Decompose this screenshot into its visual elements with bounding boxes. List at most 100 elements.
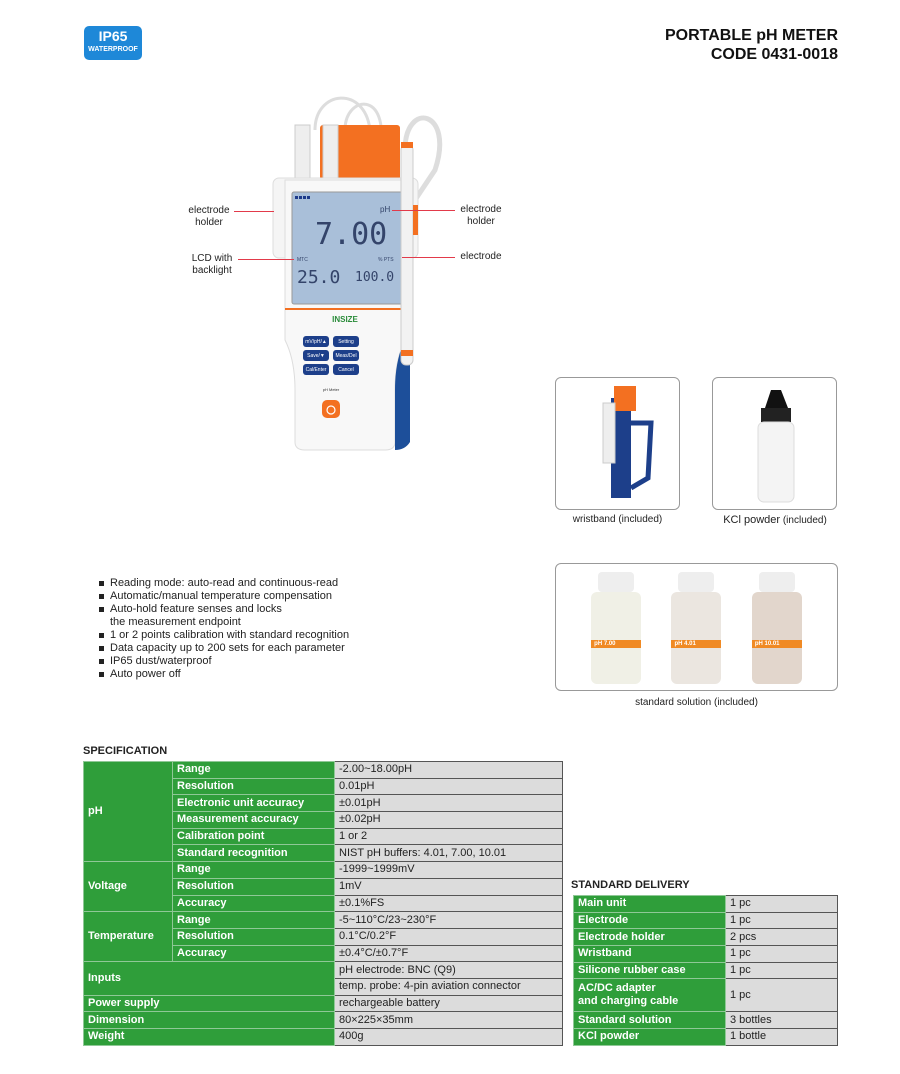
- callout-electrode: electrode: [460, 251, 502, 262]
- bottle-ph4: pH 4.01: [671, 572, 722, 684]
- group-ph: pH: [83, 760, 173, 863]
- callout-electrode-holder-right: electrode holder: [455, 204, 507, 228]
- standard-solution-photo: pH 7.00 pH 4.01 pH 10.01: [555, 563, 838, 691]
- spec-key: Resolution: [172, 927, 335, 946]
- callout-text: electrode holder: [188, 205, 230, 228]
- spec-value: ±0.1%FS: [334, 894, 563, 913]
- feature-item: Reading mode: auto-read and continuous-r…: [97, 577, 349, 590]
- callout-electrode-holder-left: electrode holder: [184, 205, 234, 229]
- lcd-ph-reading: 7.00: [315, 217, 387, 252]
- delivery-item: Standard solution: [573, 1011, 726, 1030]
- ip65-badge: IP65 WATERPROOF: [84, 26, 142, 60]
- spec-key: Measurement accuracy: [172, 811, 335, 829]
- spec-value: ±0.01pH: [334, 794, 563, 813]
- feature-list: Reading mode: auto-read and continuous-r…: [97, 577, 349, 681]
- spec-key: Resolution: [172, 877, 335, 896]
- lcd-temp: 25.0: [297, 267, 340, 288]
- group-temperature: Temperature: [83, 911, 173, 963]
- spec-key: Electronic unit accuracy: [172, 794, 335, 813]
- spec-value: 0.01pH: [334, 777, 563, 796]
- delivery-item: Electrode: [573, 911, 726, 930]
- setting-button: Setting: [338, 339, 354, 345]
- delivery-item: Electrode holder: [573, 928, 726, 947]
- delivery-qty: 1 pc: [725, 945, 838, 963]
- spec-key: Accuracy: [172, 944, 335, 963]
- delivery-item: Main unit: [573, 895, 726, 913]
- spec-value: ±0.02pH: [334, 811, 563, 829]
- delivery-item: Silicone rubber case: [573, 961, 726, 980]
- spec-key: Dimension: [83, 1011, 335, 1029]
- spec-value: NIST pH buffers: 4.01, 7.00, 10.01: [334, 844, 563, 863]
- spec-title: SPECIFICATION: [83, 745, 168, 757]
- delivery-item: AC/DC adapter and charging cable: [573, 978, 726, 1013]
- spec-key: Weight: [83, 1028, 335, 1046]
- callout-line: [392, 210, 455, 211]
- spec-value: rechargeable battery: [334, 994, 563, 1013]
- page-title: PORTABLE pH METER CODE 0431-0018: [665, 26, 838, 64]
- feature-item-continued: the measurement endpoint: [110, 616, 241, 628]
- model-label: pH Meter: [323, 387, 340, 392]
- wristband-caption: wristband (included): [572, 514, 663, 525]
- product-title: PORTABLE pH METER: [664, 27, 838, 44]
- wristband-photo: [555, 377, 680, 510]
- table-row: Accuracy±0.1%FS: [84, 894, 563, 913]
- group-voltage: Voltage: [83, 861, 173, 913]
- feature-item: Auto power off: [97, 668, 349, 681]
- spec-key: Range: [172, 861, 335, 879]
- kcl-caption: KCl powder (included): [705, 514, 845, 526]
- group-inputs: Inputs: [83, 961, 335, 996]
- lcd-unit: pH: [380, 205, 390, 214]
- bottle-ph10: pH 10.01: [751, 572, 802, 684]
- power-button: [322, 400, 340, 418]
- spec-value: temp. probe: 4-pin aviation connector: [334, 977, 563, 996]
- ph-meter-illustration: pH 7.00 MTC % PTS 25.0 100.0 INSIZE mV/p…: [272, 96, 443, 451]
- delivery-qty: 3 bottles: [725, 1011, 838, 1030]
- spec-value: 0.1°C/0.2°F: [334, 927, 563, 946]
- battery-icon: [295, 196, 310, 199]
- bottle-ph7: pH 7.00: [591, 572, 642, 684]
- solution-caption: standard solution (included): [635, 697, 758, 708]
- callout-text: LCD with backlight: [191, 253, 233, 276]
- spec-value: 1mV: [334, 877, 563, 896]
- meas-del-button: Meas/Del: [335, 353, 356, 359]
- kcl-suffix: (included): [780, 515, 827, 526]
- kcl-name: KCl powder: [723, 514, 781, 526]
- spec-key: Power supply: [83, 994, 335, 1013]
- bottle-label: pH 7.00: [591, 640, 642, 648]
- save-down-button: Save/▼: [307, 353, 325, 359]
- lcd-pct: 100.0: [355, 270, 394, 285]
- spec-value: -2.00~18.00pH: [334, 761, 563, 779]
- delivery-title: STANDARD DELIVERY: [571, 879, 690, 891]
- feature-item: Auto-hold feature senses and locks: [97, 603, 349, 616]
- spec-key: Range: [172, 761, 335, 779]
- power-icon: [326, 405, 336, 415]
- spec-value: -1999~1999mV: [334, 861, 563, 879]
- delivery-item: Wristband: [573, 945, 726, 963]
- lcd-mtc: MTC: [297, 257, 308, 263]
- callout-line: [402, 257, 455, 258]
- delivery-qty: 2 pcs: [725, 928, 838, 947]
- product-code: CODE 0431-0018: [710, 46, 838, 63]
- delivery-qty: 1 bottle: [725, 1028, 838, 1046]
- badge-line2: WATERPROOF: [88, 46, 138, 53]
- spec-value: ±0.4°C/±0.7°F: [334, 944, 563, 963]
- spec-key: Accuracy: [172, 894, 335, 913]
- callout-line: [234, 211, 274, 212]
- spec-value: 80×225×35mm: [334, 1011, 563, 1029]
